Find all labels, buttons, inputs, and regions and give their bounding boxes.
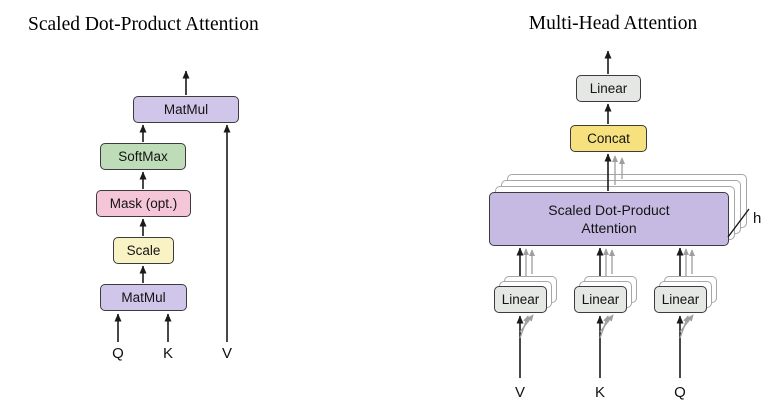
- echo-fork-arrow: [599, 315, 609, 339]
- matmul-top-box: MatMul: [133, 96, 239, 123]
- input-label-q: Q: [674, 384, 686, 401]
- head-count-label: h: [753, 210, 762, 227]
- echo-fork-arrow: [679, 315, 689, 339]
- linear-output-box: Linear: [576, 75, 641, 102]
- left-diagram-title: Scaled Dot-Product Attention: [28, 14, 259, 35]
- echo-fork-arrow: [599, 314, 614, 333]
- linear-q-box: Linear: [654, 286, 707, 313]
- input-label-q: Q: [112, 345, 124, 362]
- echo-fork-arrow: [519, 315, 529, 339]
- echo-fork-arrow: [519, 314, 534, 333]
- input-label-v: V: [514, 384, 526, 401]
- softmax-box: SoftMax: [100, 143, 186, 170]
- mask-box: Mask (opt.): [96, 190, 191, 217]
- input-label-v: V: [221, 345, 233, 362]
- scale-box: Scale: [113, 237, 174, 264]
- input-label-k: K: [594, 384, 606, 401]
- linear-v-box: Linear: [494, 286, 547, 313]
- right-diagram-title: Multi-Head Attention: [528, 13, 698, 34]
- scaled-dot-product-attention-box: Scaled Dot-Product Attention: [489, 192, 729, 246]
- matmul-bottom-box: MatMul: [100, 284, 187, 311]
- input-label-k: K: [162, 345, 174, 362]
- linear-k-box: Linear: [574, 286, 627, 313]
- echo-fork-arrow: [679, 314, 694, 333]
- concat-box: Concat: [570, 125, 647, 152]
- attention-box-label: Scaled Dot-Product Attention: [548, 201, 670, 236]
